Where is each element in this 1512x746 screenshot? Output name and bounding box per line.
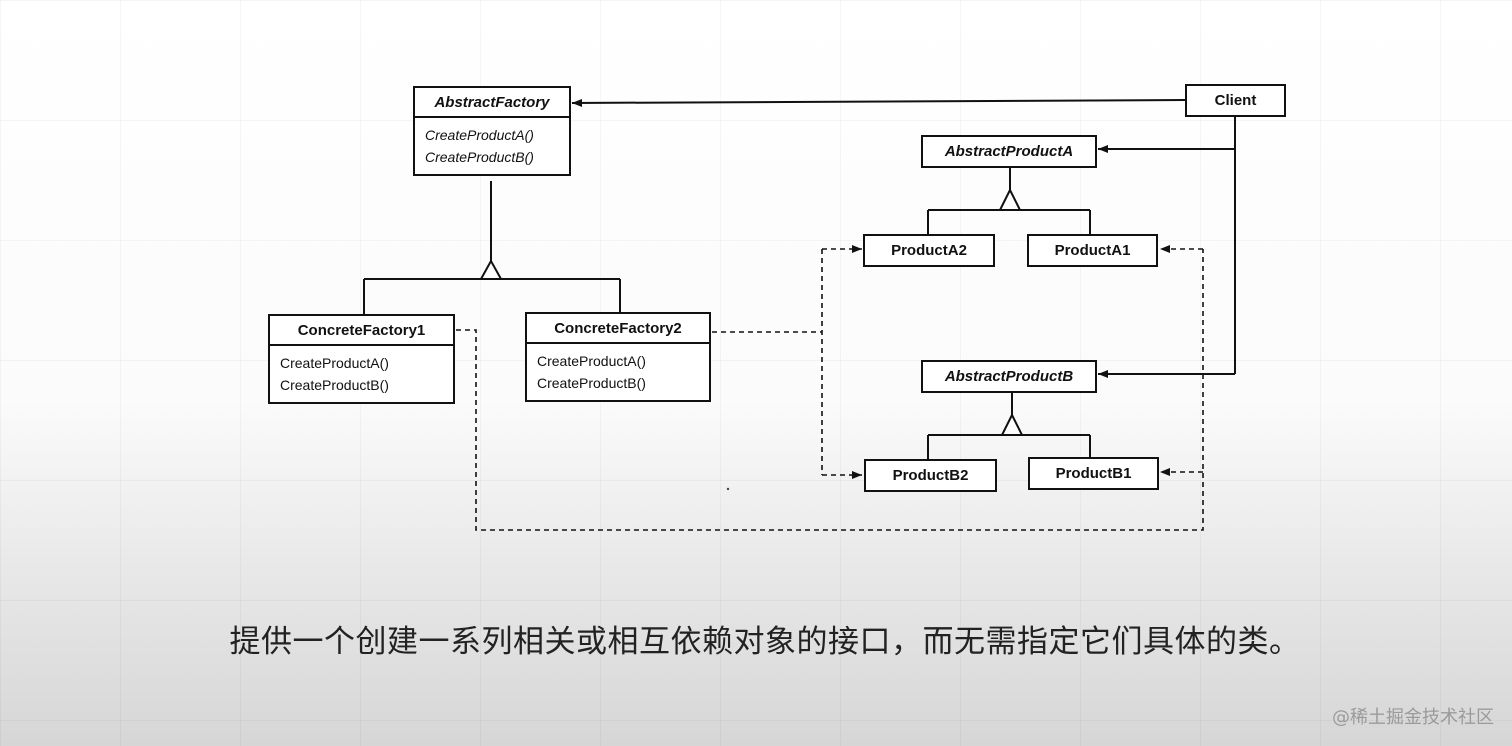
abstract-factory-operations: CreateProductA() CreateProductB() [415,116,569,174]
abstract-product-a-class: AbstractProductA [921,135,1097,168]
concrete-factory-2-name: ConcreteFactory2 [554,320,682,337]
watermark-text: @稀土掘金技术社区 [1332,707,1494,728]
product-b1-name: ProductB1 [1055,465,1132,482]
abstract-factory-op-b: CreateProductB() [425,149,534,165]
scan-speck [726,487,730,491]
abstract-factory-op-a: CreateProductA() [425,127,534,143]
product-a2-name: ProductA2 [891,242,967,259]
factory1-dependency-path [456,249,1204,531]
abstract-factory-class: AbstractFactory CreateProductA() CreateP… [413,86,571,176]
caption-text: 提供一个创建一系列相关或相互依赖对象的接口，而无需指定它们具体的类。 [229,624,1301,660]
product-a1-class: ProductA1 [1027,234,1158,267]
abstract-product-b-name: AbstractProductB [944,368,1074,385]
abstract-product-b-class: AbstractProductB [921,360,1097,393]
concrete-factory-1-name: ConcreteFactory1 [297,322,426,339]
concrete-factory-2-op-a: CreateProductA() [537,353,646,369]
concrete-factory-2-class: ConcreteFactory2 CreateProductA() Create… [525,312,711,402]
product-a2-class: ProductA2 [863,234,995,267]
concrete-factory-1-class: ConcreteFactory1 CreateProductA() Create… [268,314,455,404]
factory-inheritance-triangle [479,258,503,280]
abstract-factory-name: AbstractFactory [434,94,550,111]
product-a1-name: ProductA1 [1054,242,1131,259]
client-class: Client [1185,84,1286,117]
product-a-inheritance-triangle [998,187,1022,211]
concrete-factory-1-op-b: CreateProductB() [280,377,389,393]
concrete-factory-2-op-b: CreateProductB() [537,375,646,391]
client-to-abstract-factory-line [571,98,1186,107]
product-b-inheritance-triangle [1000,412,1024,436]
client-name: Client [1214,92,1257,109]
product-b2-name: ProductB2 [892,467,969,484]
abstract-product-a-name: AbstractProductA [944,143,1074,160]
concrete-factory-1-op-a: CreateProductA() [280,355,389,371]
concrete-factory-2-operations: CreateProductA() CreateProductB() [527,342,709,400]
product-b2-class: ProductB2 [864,459,997,492]
product-b1-class: ProductB1 [1028,457,1159,490]
concrete-factory-1-operations: CreateProductA() CreateProductB() [270,344,453,402]
